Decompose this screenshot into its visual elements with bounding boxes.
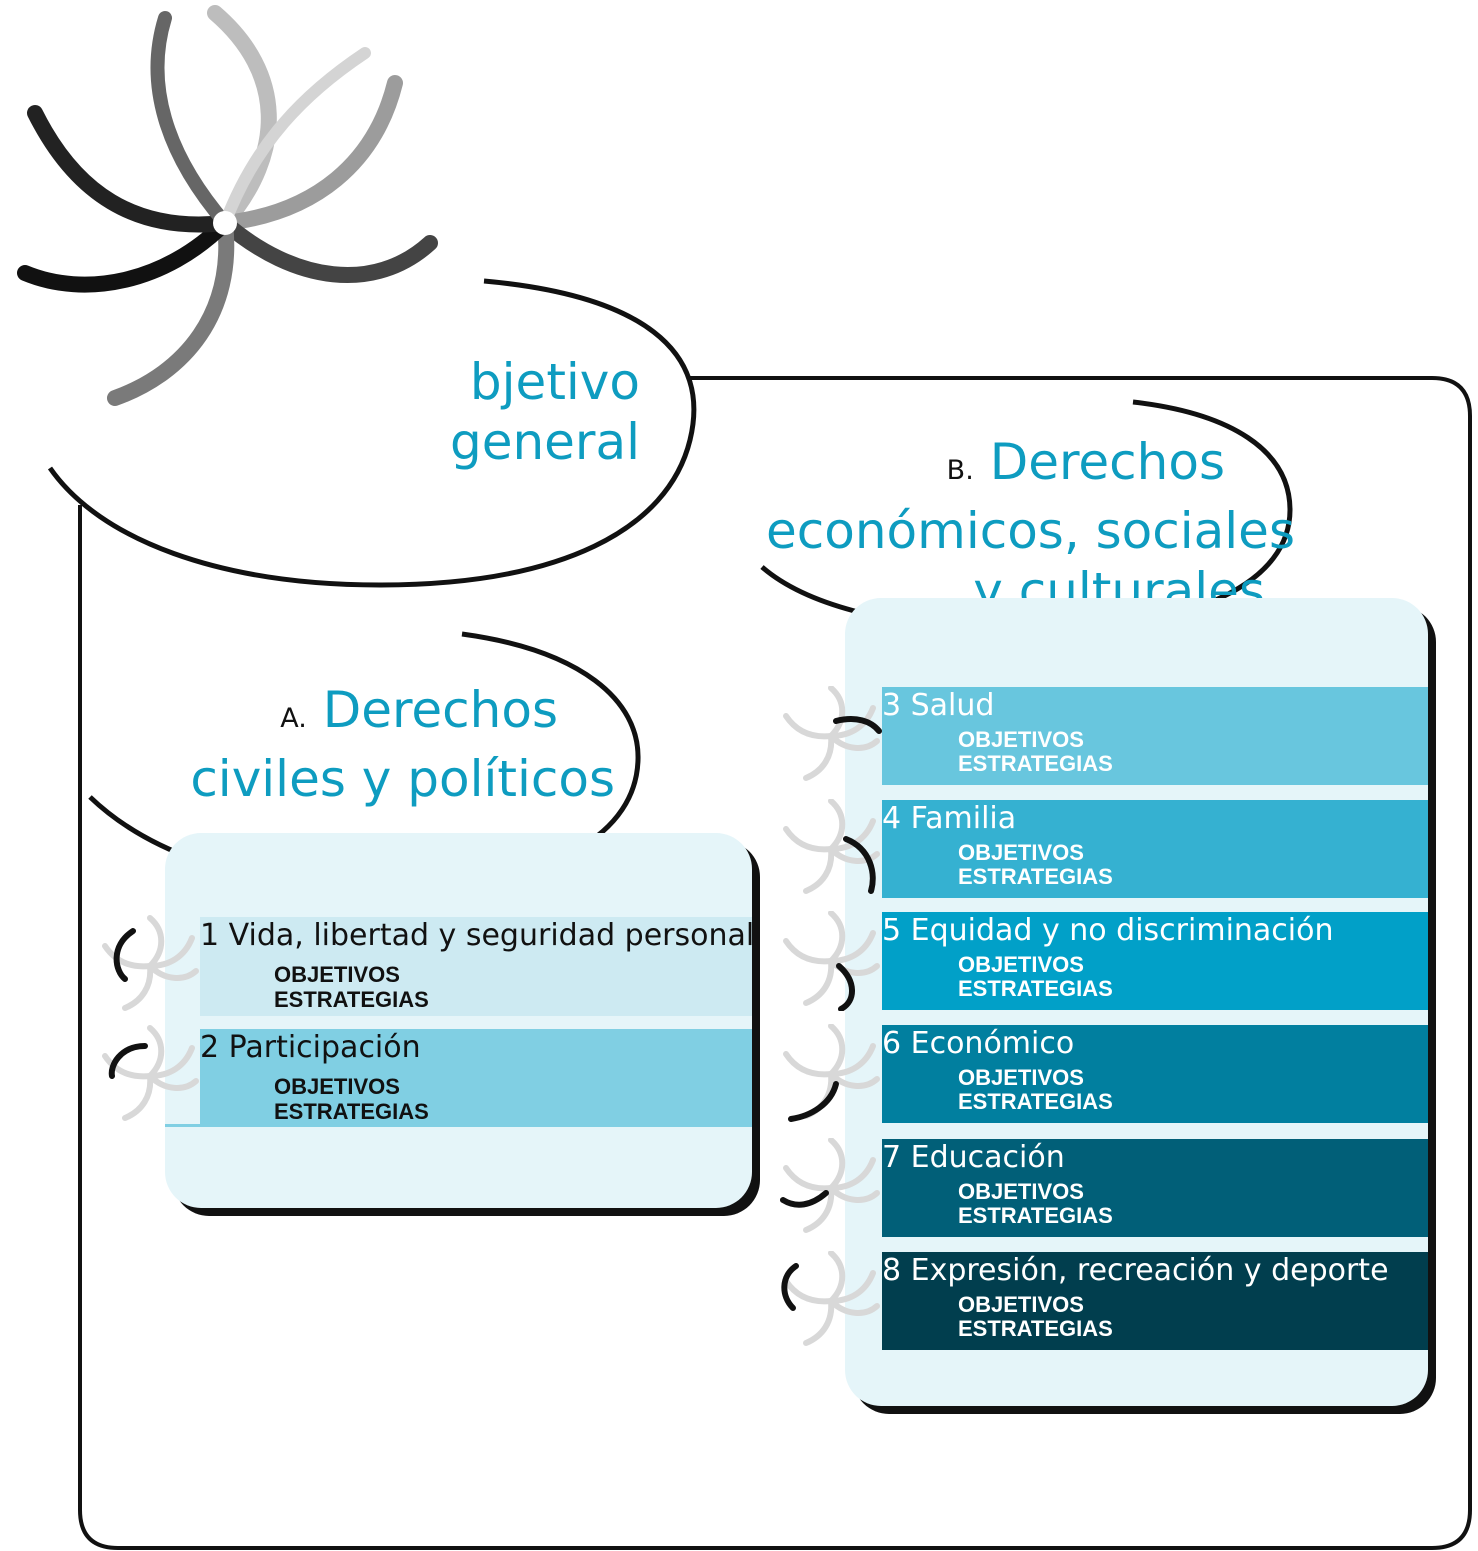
item-objetivos: OBJETIVOS [274,1074,400,1099]
section-b-title-line1: Derechos [989,433,1225,491]
item-estrategias: ESTRATEGIAS [958,1316,1113,1341]
item-label: 5 Equidad y no discriminación [882,913,1334,948]
item-objetivos: OBJETIVOS [958,1065,1084,1090]
list-item-expresion[interactable]: 8 Expresión, recreación y deporte OBJETI… [882,1252,1428,1350]
section-a-panel [165,833,752,1208]
item-label: 8 Expresión, recreación y deporte [882,1253,1389,1288]
section-b-title-line2: económicos, sociales [765,502,1295,560]
list-item-equidad[interactable]: 5 Equidad y no discriminación OBJETIVOS … [882,912,1428,1010]
section-b-letter: B. [946,455,974,486]
section-a-title-line1: Derechos [322,681,558,739]
ellipse-general [47,278,697,588]
item-estrategias: ESTRATEGIAS [958,751,1113,776]
swirl-bullet-icon [780,1138,880,1233]
row-underline [165,1124,202,1127]
swirl-bullet-icon [102,1025,199,1121]
item-estrategias: ESTRATEGIAS [958,864,1113,889]
item-label: 2 Participación [200,1030,421,1065]
item-objetivos: OBJETIVOS [958,952,1084,977]
item-estrategias: ESTRATEGIAS [274,987,429,1012]
swirl-bullet-icon [783,686,882,781]
main-frame [78,376,1472,1550]
swirl-logo-icon [17,5,438,406]
general-title-line2: general [449,413,640,471]
list-item-economico[interactable]: 6 Económico OBJETIVOS ESTRATEGIAS [882,1025,1428,1123]
swirl-bullet-icon [783,799,880,894]
item-estrategias: ESTRATEGIAS [958,976,1113,1001]
section-a-title-line2: civiles y políticos [190,750,615,808]
section-b-title: B. Derechos económicos, sociales y cultu… [760,432,1295,621]
list-item-vida[interactable]: 1 Vida, libertad y seguridad personal OB… [200,917,755,1016]
swirl-bullet-icon [102,915,199,1011]
item-estrategias: ESTRATEGIAS [274,1099,429,1124]
general-title-line1: bjetivo [380,352,640,412]
item-label: 1 Vida, libertad y seguridad personal [200,918,755,953]
swirl-bullet-icon [781,1251,880,1346]
item-objetivos: OBJETIVOS [958,840,1084,865]
section-a-title: A. Derechos civiles y políticos [150,680,615,809]
swirl-bullet-icon [783,911,880,1011]
item-estrategias: ESTRATEGIAS [958,1203,1113,1228]
list-item-familia[interactable]: 4 Familia OBJETIVOS ESTRATEGIAS [882,800,1428,898]
item-objetivos: OBJETIVOS [958,1292,1084,1317]
general-title: bjetivo general [380,352,640,472]
list-item-participacion[interactable]: 2 Participación OBJETIVOS ESTRATEGIAS [200,1029,752,1127]
item-label: 3 Salud [882,688,995,723]
item-estrategias: ESTRATEGIAS [958,1089,1113,1114]
item-label: 4 Familia [882,801,1017,836]
item-objetivos: OBJETIVOS [958,727,1084,752]
list-item-educacion[interactable]: 7 Educación OBJETIVOS ESTRATEGIAS [882,1139,1428,1237]
list-item-salud[interactable]: 3 Salud OBJETIVOS ESTRATEGIAS [882,687,1428,785]
section-a-letter: A. [280,703,307,734]
item-label: 6 Económico [882,1026,1075,1061]
swirl-bullet-icon [783,1024,880,1122]
item-label: 7 Educación [882,1140,1065,1175]
item-objetivos: OBJETIVOS [958,1179,1084,1204]
item-objetivos: OBJETIVOS [274,962,400,987]
